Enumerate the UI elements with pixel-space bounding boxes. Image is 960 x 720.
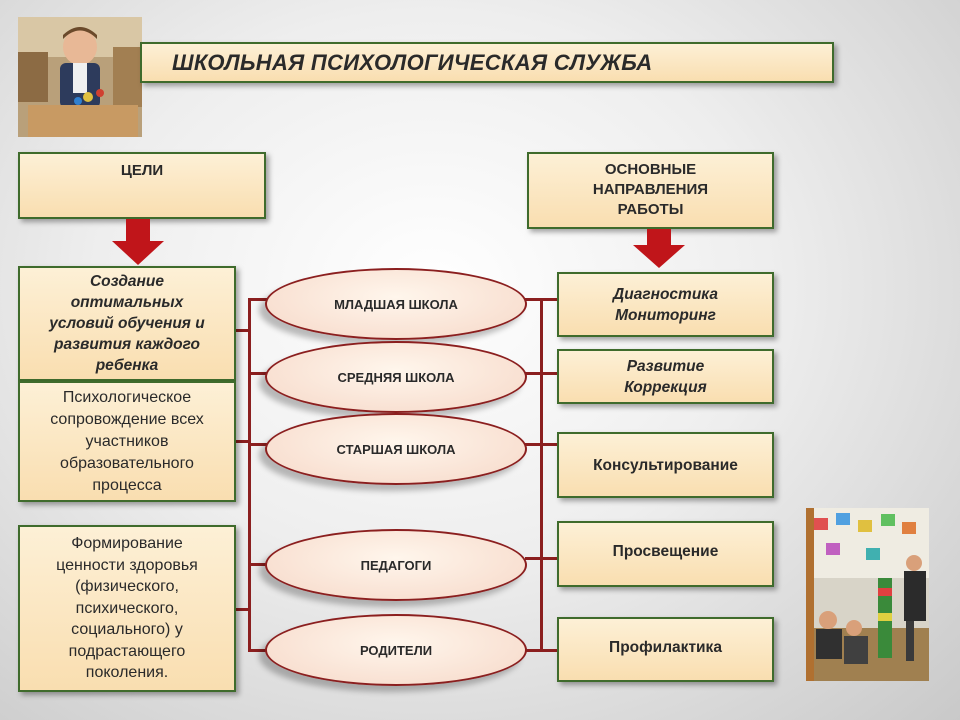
- directions-header-line: НАПРАВЛЕНИЯ: [592, 181, 709, 198]
- connector: [249, 649, 267, 652]
- goal-box: Психологическое сопровождение всех участ…: [18, 381, 236, 502]
- photo-boy-at-desk: [18, 17, 142, 137]
- photo-children-building-tower: [806, 508, 929, 681]
- goal-box: Формирование ценности здоровья (физическ…: [18, 525, 236, 692]
- direction-box: Профилактика: [557, 617, 774, 682]
- goal-line: поколения.: [85, 664, 169, 682]
- goal-line: ребенка: [95, 357, 159, 374]
- direction-box: Просвещение: [557, 521, 774, 587]
- directions-header-line: ОСНОВНЫЕ: [604, 161, 697, 178]
- target-ellipse-parents: РОДИТЕЛИ: [265, 614, 527, 686]
- direction-box: Консультирование: [557, 432, 774, 498]
- target-label: СРЕДНЯЯ ШКОЛА: [337, 369, 455, 385]
- goal-line: Психологическое: [62, 388, 192, 406]
- connector: [525, 372, 558, 375]
- goal-line: Формирование: [71, 535, 183, 553]
- goal-line: образовательного: [60, 454, 194, 472]
- direction-box: Развитие Коррекция: [557, 349, 774, 404]
- connector: [235, 608, 250, 611]
- goal-line: социального) у: [71, 621, 183, 639]
- goal-line: условий обучения и: [49, 315, 205, 332]
- connector: [249, 298, 267, 301]
- connector: [235, 329, 250, 332]
- target-label: СТАРШАЯ ШКОЛА: [336, 441, 456, 457]
- page-title: ШКОЛЬНАЯ ПСИХОЛОГИЧЕСКАЯ СЛУЖБА: [140, 42, 834, 83]
- goal-line: оптимальных: [70, 294, 184, 311]
- goal-line: развития каждого: [53, 336, 200, 353]
- connector: [525, 443, 558, 446]
- connector: [249, 443, 267, 446]
- left-connector-vertical: [248, 298, 251, 652]
- target-ellipse-junior-school: МЛАДШАЯ ШКОЛА: [265, 268, 527, 340]
- direction-line: Диагностика: [613, 285, 718, 303]
- target-label: ПЕДАГОГИ: [360, 557, 432, 573]
- goal-line: участников: [85, 432, 169, 450]
- connector: [235, 440, 250, 443]
- connector: [525, 649, 558, 652]
- goals-header-text: ЦЕЛИ: [120, 162, 164, 179]
- page-title-text: ШКОЛЬНАЯ ПСИХОЛОГИЧЕСКАЯ СЛУЖБА: [172, 50, 653, 75]
- right-connector-vertical: [540, 298, 543, 652]
- connector: [249, 372, 267, 375]
- target-ellipse-senior-school: СТАРШАЯ ШКОЛА: [265, 413, 527, 485]
- direction-line: Профилактика: [609, 639, 722, 656]
- goal-line: процесса: [92, 476, 162, 494]
- direction-box: Диагностика Мониторинг: [557, 272, 774, 337]
- direction-line: Мониторинг: [615, 306, 716, 324]
- direction-line: Консультирование: [593, 456, 738, 474]
- goal-line: ценности здоровья: [56, 556, 198, 574]
- connector: [249, 563, 267, 566]
- directions-header: ОСНОВНЫЕ НАПРАВЛЕНИЯ РАБОТЫ: [527, 152, 774, 229]
- down-arrow-icon: [112, 219, 164, 265]
- goal-line: психического,: [75, 599, 179, 617]
- goals-header: ЦЕЛИ: [18, 152, 266, 219]
- goal-line: Создание: [89, 273, 164, 290]
- goal-line: (физического,: [75, 578, 179, 596]
- connector: [525, 298, 558, 301]
- directions-header-line: РАБОТЫ: [617, 201, 684, 218]
- target-label: МЛАДШАЯ ШКОЛА: [334, 296, 458, 312]
- direction-line: Просвещение: [612, 543, 719, 560]
- target-ellipse-middle-school: СРЕДНЯЯ ШКОЛА: [265, 341, 527, 413]
- direction-line: Коррекция: [624, 378, 707, 396]
- target-label: РОДИТЕЛИ: [359, 642, 433, 658]
- goal-box: Создание оптимальных условий обучения и …: [18, 266, 236, 381]
- target-ellipse-teachers: ПЕДАГОГИ: [265, 529, 527, 601]
- goal-line: сопровождение всех: [50, 410, 204, 428]
- down-arrow-icon: [633, 229, 685, 268]
- connector: [525, 557, 558, 560]
- direction-line: Развитие: [626, 357, 705, 375]
- goal-line: подрастающего: [68, 642, 186, 660]
